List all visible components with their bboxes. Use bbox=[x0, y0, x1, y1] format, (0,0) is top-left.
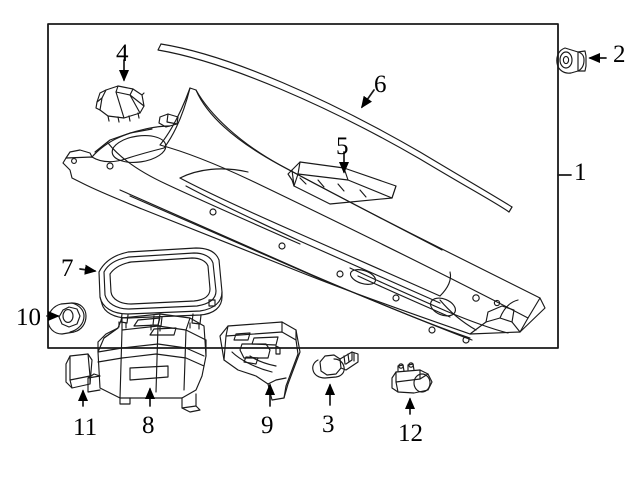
part-3-hex-flange-bolt bbox=[312, 351, 359, 379]
part-11-foam-seal-block bbox=[65, 353, 93, 389]
callout-label-6: 6 bbox=[374, 71, 387, 98]
part-10-flange-nut bbox=[47, 302, 87, 335]
callout-label-11: 11 bbox=[73, 414, 98, 441]
callout-label-4: 4 bbox=[116, 40, 129, 67]
part-5-cowl-top-cover bbox=[287, 161, 397, 205]
part-2-push-pin-clip bbox=[556, 47, 587, 74]
callout-label-2: 2 bbox=[613, 41, 626, 68]
part-1-cowl-panel-main bbox=[62, 87, 546, 344]
callout-label-3: 3 bbox=[322, 411, 335, 438]
part-9-side-extension-cover bbox=[219, 321, 301, 401]
callout-label-12: 12 bbox=[398, 420, 423, 447]
callout-label-10: 10 bbox=[16, 304, 41, 331]
part-12-hose-clip-bracket bbox=[391, 362, 433, 394]
part-4-cowl-end-cap bbox=[95, 85, 145, 123]
callout-label-1: 1 bbox=[574, 159, 587, 186]
assembly-group-box-outline bbox=[47, 23, 559, 349]
part-8-intake-duct-housing bbox=[87, 313, 207, 413]
leader-lines bbox=[46, 52, 607, 415]
callout-label-7: 7 bbox=[61, 255, 74, 282]
leader-6 bbox=[361, 89, 375, 109]
part-6-weatherstrip-seal bbox=[157, 43, 513, 213]
leader-7 bbox=[79, 264, 97, 275]
part-7-grille-bezel-frame bbox=[98, 247, 223, 332]
callout-label-8: 8 bbox=[142, 412, 155, 439]
callout-label-5: 5 bbox=[336, 133, 349, 160]
callout-label-9: 9 bbox=[261, 412, 274, 439]
